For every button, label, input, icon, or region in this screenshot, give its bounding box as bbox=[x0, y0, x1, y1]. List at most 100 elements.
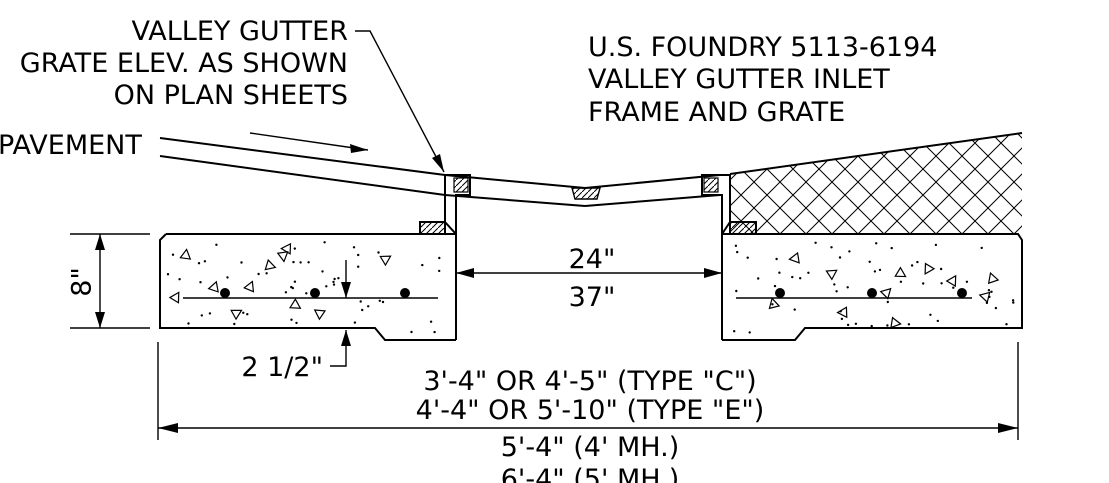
concrete-dot bbox=[848, 250, 851, 253]
width-label-1: 3'-4" OR 4'-5" (TYPE "C") bbox=[423, 366, 756, 397]
aggregate-triangle bbox=[243, 280, 255, 293]
concrete-dot bbox=[1012, 301, 1015, 304]
pavement-label: PAVEMENT bbox=[0, 130, 142, 161]
concrete-dot bbox=[878, 268, 882, 272]
concrete-dot bbox=[242, 311, 245, 314]
concrete-dot bbox=[1005, 323, 1008, 326]
concrete-dot bbox=[295, 321, 298, 325]
concrete-dot bbox=[854, 322, 858, 325]
concrete-dot bbox=[846, 323, 850, 327]
concrete-dot bbox=[990, 290, 993, 293]
concrete-dot bbox=[952, 286, 955, 289]
concrete-dot bbox=[429, 320, 433, 323]
rebar-bar bbox=[775, 288, 785, 298]
concrete-dot bbox=[265, 272, 268, 275]
concrete-dot bbox=[873, 270, 877, 273]
concrete-dot bbox=[835, 290, 838, 293]
concrete-dot bbox=[916, 260, 919, 264]
concrete-dot bbox=[166, 273, 170, 276]
rebar-bar bbox=[310, 288, 320, 298]
concrete-dot bbox=[807, 271, 810, 274]
grate-opening-label: 24" bbox=[569, 244, 616, 275]
concrete-dot bbox=[361, 308, 364, 312]
aggregate-triangle bbox=[289, 298, 302, 309]
rebar-cover-label: 2 1/2" bbox=[241, 352, 323, 383]
concrete-dot bbox=[353, 321, 357, 324]
concrete-dot bbox=[215, 243, 218, 246]
concrete-dot bbox=[171, 253, 175, 256]
concrete-dot bbox=[293, 280, 297, 283]
pavement-top-line bbox=[159, 137, 446, 176]
concrete-dot bbox=[748, 331, 751, 334]
concrete-dot bbox=[241, 329, 244, 333]
concrete-dot bbox=[733, 330, 736, 333]
concrete-dot bbox=[965, 280, 969, 283]
concrete-dot bbox=[378, 299, 381, 302]
concrete-slab-left bbox=[159, 233, 456, 341]
rebar-cover-dim bbox=[330, 260, 347, 367]
concrete-dot bbox=[305, 292, 308, 295]
aggregate-triangle bbox=[987, 271, 1000, 285]
concrete-dot bbox=[980, 246, 983, 250]
concrete-dot bbox=[381, 300, 385, 304]
frame-width-label: 37" bbox=[569, 282, 616, 313]
concrete-dot bbox=[886, 324, 889, 327]
grate-bottom-right bbox=[584, 194, 721, 207]
concrete-dot bbox=[433, 330, 436, 334]
aggregate-triangle bbox=[788, 251, 800, 264]
concrete-dot bbox=[352, 246, 356, 249]
concrete-dot bbox=[907, 323, 911, 326]
concrete-dot bbox=[325, 285, 328, 288]
concrete-dot bbox=[799, 277, 802, 280]
concrete-dot bbox=[200, 314, 203, 317]
concrete-dot bbox=[410, 330, 413, 334]
aggregate-triangle bbox=[280, 242, 292, 255]
concrete-dot bbox=[421, 263, 424, 267]
concrete-dot bbox=[357, 265, 360, 268]
concrete-dot bbox=[833, 283, 836, 286]
aggregate-triangle bbox=[924, 262, 936, 275]
width-label-4: 6'-4" (5' MH.) bbox=[501, 464, 679, 483]
valley-gutter-label-1: VALLEY GUTTER bbox=[132, 16, 348, 47]
concrete-dot bbox=[830, 246, 833, 249]
foundry-label-1: U.S. FOUNDRY 5113-6194 bbox=[588, 32, 937, 63]
concrete-slab-right bbox=[722, 233, 1023, 341]
concrete-dot bbox=[332, 280, 335, 284]
aggregate-triangle bbox=[179, 248, 192, 260]
concrete-dot bbox=[438, 256, 441, 260]
aggregate-triangle bbox=[978, 291, 991, 304]
concrete-dot bbox=[840, 317, 844, 321]
concrete-dot bbox=[1011, 299, 1015, 302]
concrete-stipple-right bbox=[733, 241, 1015, 334]
aggregate-triangle bbox=[168, 291, 180, 304]
concrete-dot bbox=[233, 322, 236, 326]
concrete-stipple-left bbox=[166, 241, 441, 336]
aggregate-triangle bbox=[264, 258, 277, 271]
concrete-dot bbox=[870, 324, 873, 328]
frame-right bbox=[701, 174, 731, 238]
concrete-dot bbox=[746, 256, 749, 259]
concrete-dot bbox=[290, 285, 293, 289]
aggregate-triangle bbox=[768, 297, 781, 310]
concrete-dot bbox=[203, 260, 207, 263]
concrete-dot bbox=[934, 243, 938, 247]
width-label-2: 4'-4" OR 5'-10" (TYPE "E") bbox=[416, 395, 765, 426]
concrete-dot bbox=[257, 272, 260, 276]
concrete-dot bbox=[936, 319, 939, 323]
concrete-dot bbox=[735, 289, 738, 293]
concrete-dot bbox=[332, 283, 336, 286]
concrete-dot bbox=[190, 332, 193, 336]
concrete-dot bbox=[910, 264, 914, 267]
valley-gutter-label-2: GRATE ELEV. AS SHOWN bbox=[20, 48, 348, 79]
concrete-dot bbox=[208, 312, 212, 315]
concrete-dot bbox=[939, 267, 943, 271]
concrete-dot bbox=[778, 271, 781, 274]
concrete-dot bbox=[791, 275, 794, 279]
grate-top-left bbox=[444, 174, 586, 189]
concrete-dot bbox=[890, 246, 893, 250]
concrete-dot bbox=[290, 318, 293, 321]
aggregate-triangle bbox=[313, 309, 327, 321]
concrete-dot bbox=[187, 322, 190, 325]
concrete-dot bbox=[333, 277, 336, 281]
concrete-dot bbox=[775, 257, 778, 261]
